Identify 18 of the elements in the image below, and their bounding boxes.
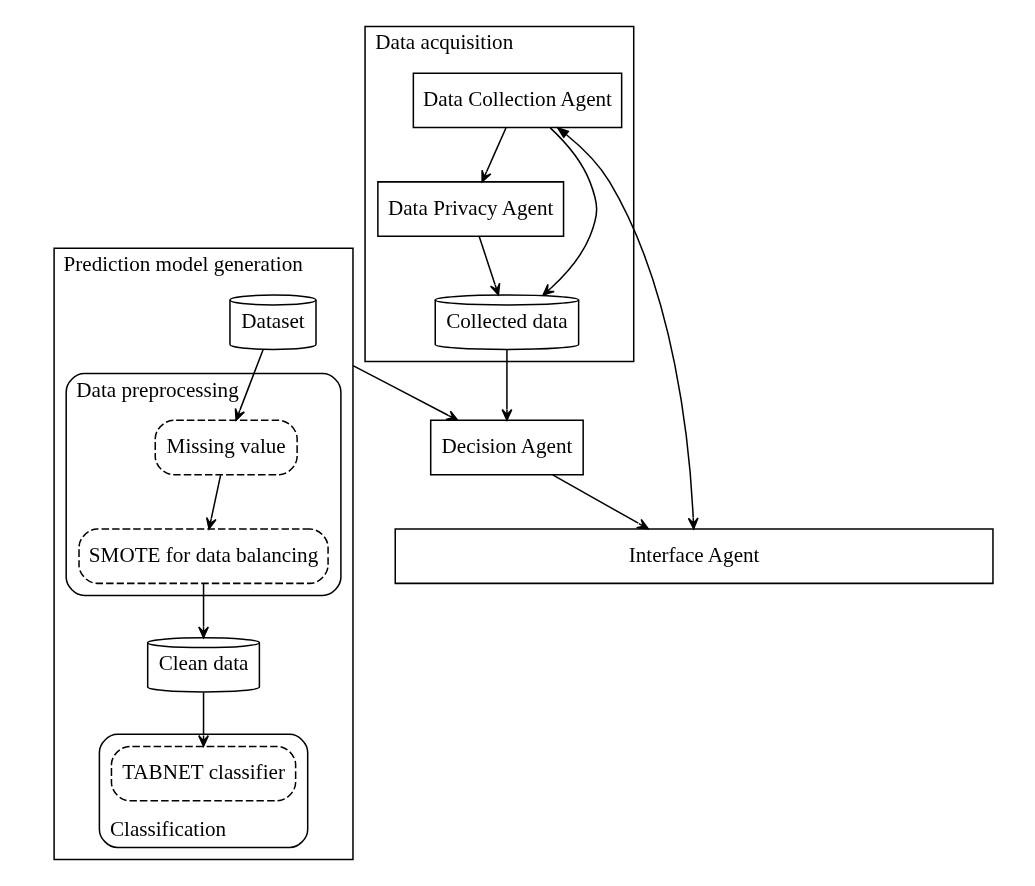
node-box: Data Privacy Agent xyxy=(377,181,565,237)
node-box: Decision Agent xyxy=(429,419,584,476)
arrow xyxy=(542,127,598,296)
arrow xyxy=(198,583,210,639)
arrow xyxy=(198,691,210,747)
node-box: TABNET classifier xyxy=(110,745,297,802)
arrow xyxy=(481,127,507,183)
node-box: Data Collection Agent xyxy=(412,72,623,129)
node-box: Missing value xyxy=(154,419,298,476)
arrow xyxy=(551,474,649,530)
arrow xyxy=(234,348,264,421)
node-box: SMOTE for data balancing xyxy=(78,528,329,585)
arrow xyxy=(352,364,459,421)
arrow xyxy=(478,235,501,296)
arrow xyxy=(501,348,513,421)
node-box: Interface Agent xyxy=(394,528,994,585)
arrow xyxy=(205,474,222,530)
arrow xyxy=(555,126,699,530)
